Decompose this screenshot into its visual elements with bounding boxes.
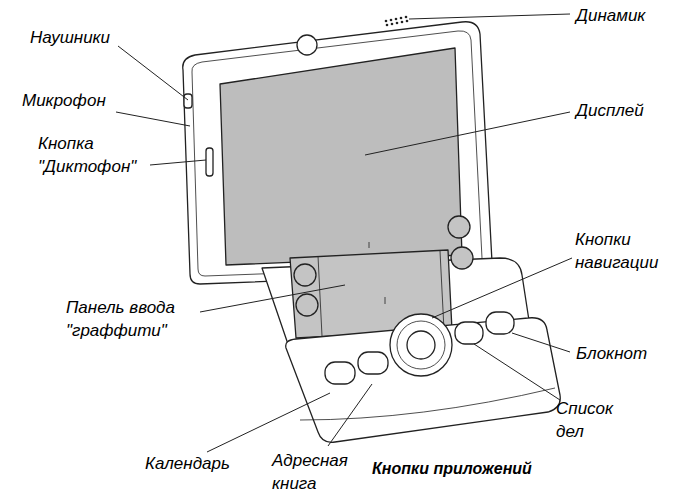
part-label: Панель ввода "граффити": [66, 296, 206, 342]
memo-button: [486, 312, 514, 334]
headphone-jack: [184, 94, 192, 108]
leader-lines: [116, 14, 572, 452]
pda-body: [183, 22, 492, 284]
part-label: Календарь: [145, 452, 255, 475]
voice-memo-button: [206, 148, 213, 176]
part-label: Динамик: [576, 4, 666, 27]
part-label: Адресная книга: [272, 449, 364, 495]
navigator: [390, 314, 452, 376]
display: [220, 48, 462, 265]
part-label: Дисплей: [576, 99, 666, 122]
speaker-dots: [385, 16, 409, 27]
todo-button: [455, 322, 483, 344]
part-label: Блокнот: [576, 342, 666, 365]
power-button: [297, 35, 317, 55]
pda-body-inner: [192, 31, 482, 276]
front-panel: [286, 318, 561, 443]
group-label: Кнопки приложений: [372, 457, 572, 480]
part-label: Наушники: [30, 26, 140, 49]
part-label: Список дел: [556, 397, 626, 443]
part-label: Кнопка "Диктофон": [38, 132, 153, 178]
address-button: [358, 352, 388, 374]
calendar-button: [325, 362, 355, 384]
part-label: Кнопки навигации: [575, 228, 669, 274]
part-label: Микрофон: [22, 89, 132, 112]
